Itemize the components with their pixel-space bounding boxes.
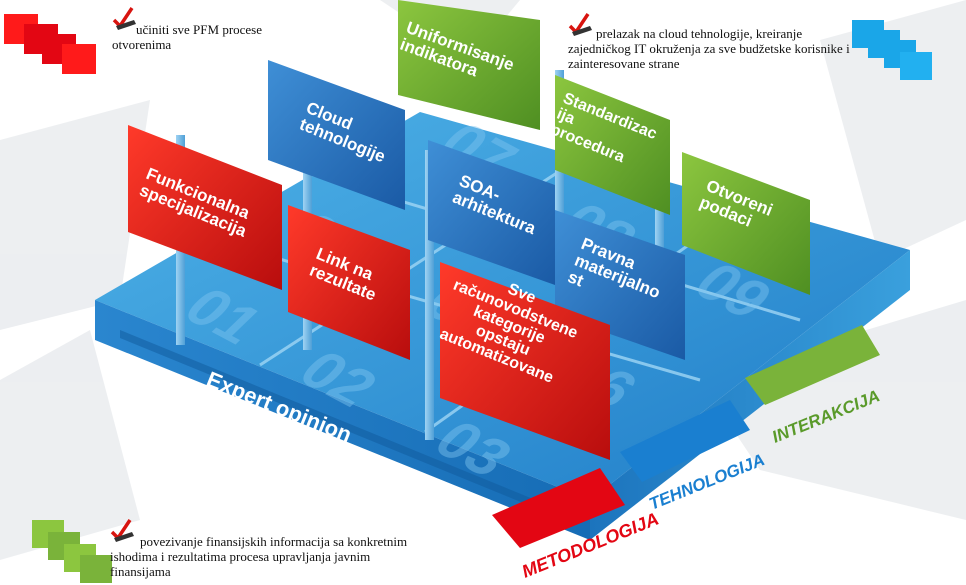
legend-green-text: povezivanje finansijskih informacija sa … xyxy=(110,534,408,579)
sign-funkcionalna: Funkcionalnaspecijalizacija xyxy=(128,125,282,290)
sign-sve: Sveračunovodstvenekategorijeopstajuautom… xyxy=(437,262,610,460)
checkmark-pen-icon xyxy=(110,519,134,542)
sign-cloud: Cloudtehnologije xyxy=(268,60,405,210)
sign-otvoreni: Otvorenipodaci xyxy=(682,152,810,295)
tehnologija-bar xyxy=(620,400,750,482)
legend-squares-green xyxy=(32,520,112,583)
checkmark-pen-icon xyxy=(568,13,592,36)
legend-blue-text: prelazak na cloud tehnologije, kreiranje… xyxy=(568,26,850,71)
post xyxy=(655,150,664,310)
platform-front xyxy=(95,300,590,540)
sign-uniformisanje: Uniformisanjeindikatora xyxy=(398,0,540,130)
axis-bars xyxy=(492,325,880,548)
interakcija-bar xyxy=(745,325,880,405)
sign-link: Link narezultate xyxy=(288,205,410,360)
sign-standardizacija: Standardizacijaprocedura xyxy=(548,75,670,215)
legend-red-text: učiniti sve PFM procese otvorenima xyxy=(112,22,263,52)
front-channel xyxy=(120,330,560,518)
sign-line: st xyxy=(565,267,586,290)
legend-squares-red xyxy=(4,14,96,74)
post xyxy=(425,150,434,440)
legend-squares-blue xyxy=(852,20,932,80)
metodologija-bar xyxy=(492,468,625,548)
checkmark-pen-icon xyxy=(112,7,136,30)
sign-line: ija xyxy=(554,106,577,128)
sign-soa: SOA-arhitektura xyxy=(428,140,555,285)
